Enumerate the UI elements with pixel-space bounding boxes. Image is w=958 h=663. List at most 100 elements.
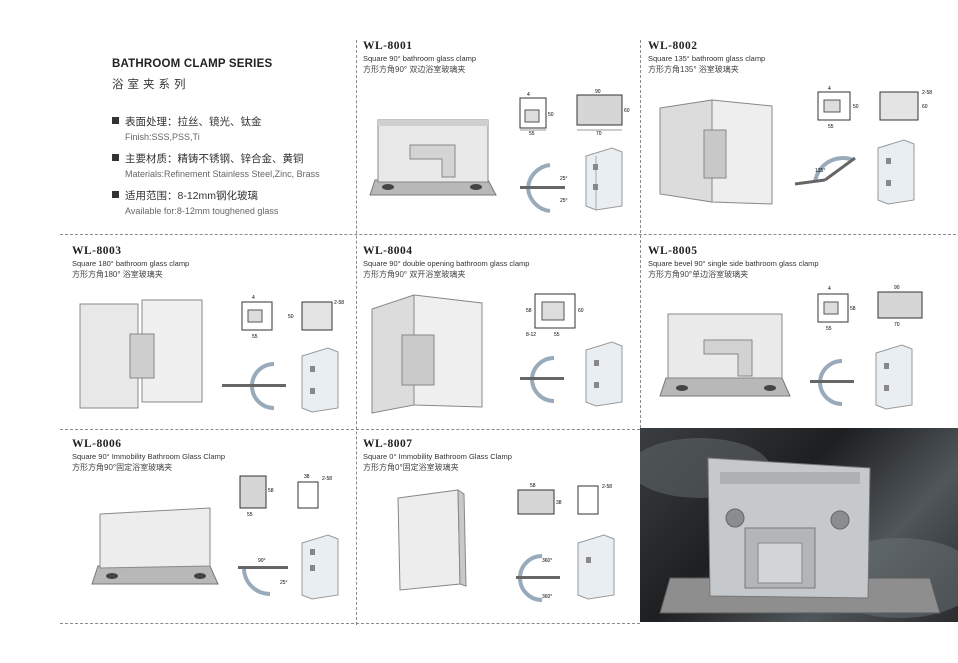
spec-range-en: Available for:8-12mm toughened glass xyxy=(125,206,279,216)
dimension-drawing-8002: 4 50 55 2-58 60 xyxy=(817,86,932,130)
swing-diagram-8004 xyxy=(520,355,564,403)
dim-2-58: 2-58 xyxy=(602,484,612,490)
clamp-photo-8006 xyxy=(91,507,219,585)
dim-4: 4 xyxy=(828,286,831,292)
spec-finish: 表面处理：拉丝、镜光、钛金 Finish:SSS,PSS,Ti xyxy=(112,114,352,142)
product-wl-8007: WL-8007 Square 0° Immobility Bathroom Gl… xyxy=(363,438,512,473)
dim-38: 38 xyxy=(556,500,562,506)
dimension-drawing-8001: 4 50 55 90 60 70 xyxy=(519,89,630,137)
dim-90: 90 xyxy=(894,285,900,291)
product-wl-8002: WL-8002 Square 135° bathroom glass clamp… xyxy=(648,40,765,75)
installation-diagram-8006 xyxy=(301,534,339,600)
dim-58: 58 xyxy=(268,488,274,494)
dim-8-12: 8-12 xyxy=(526,332,536,338)
product-code: WL-8002 xyxy=(648,40,698,52)
product-name-cn: 方形方角135° 浴室玻璃夹 xyxy=(648,65,739,74)
installation-diagram-8001 xyxy=(585,147,623,211)
series-title-en: BATHROOM CLAMP SERIES xyxy=(112,58,273,70)
product-code: WL-8007 xyxy=(363,438,413,450)
angle-25: 25° xyxy=(280,580,288,586)
dim-2-58: 2-58 xyxy=(334,300,344,306)
dimension-drawing-8006: 58 55 2-58 38 xyxy=(239,474,332,518)
product-name-cn: 方形方角90° 双开浴室玻璃夹 xyxy=(363,270,466,279)
product-wl-8003: WL-8003 Square 180° bathroom glass clamp… xyxy=(72,245,189,280)
showcase-clamp-image xyxy=(640,438,958,618)
dim-60: 60 xyxy=(624,108,630,114)
product-name-cn: 方形方角0°固定浴室玻璃夹 xyxy=(363,463,459,472)
clamp-photo-8001 xyxy=(369,119,497,196)
dim-55: 55 xyxy=(828,124,834,130)
clamp-photo-8007 xyxy=(397,489,467,591)
swing-diagram-8007: 360° 360° xyxy=(516,554,560,602)
spec-materials: 主要材质：精铸不锈钢、锌合金、黄铜 Materials:Refinement S… xyxy=(112,151,352,179)
dim-90: 90 xyxy=(595,89,601,95)
dim-58: 58 xyxy=(530,483,536,489)
dim-55: 55 xyxy=(826,326,832,332)
swing-diagram-8006: 90° 25° xyxy=(238,558,288,596)
swing-diagram-8003 xyxy=(222,362,286,410)
product-wl-8001: WL-8001 Square 90° bathroom glass clamp … xyxy=(363,40,476,75)
installation-diagram-8003 xyxy=(301,347,339,413)
spec-range: 适用范围：8-12mm钢化玻璃 Available for:8-12mm tou… xyxy=(112,188,352,216)
swing-diagram-8001: 25° 25° xyxy=(520,163,568,213)
dim-50: 50 xyxy=(853,104,859,110)
spec-finish-cn: 表面处理：拉丝、镜光、钛金 xyxy=(125,116,262,128)
angle-25b: 25° xyxy=(560,198,568,204)
clamp-photo-8004 xyxy=(371,294,483,414)
spec-range-cn: 适用范围：8-12mm钢化玻璃 xyxy=(125,190,259,202)
dim-70: 70 xyxy=(596,131,602,137)
product-name-en: Square bevel 90° single side bathroom gl… xyxy=(648,259,819,268)
product-name-en: Square 90° Immobility Bathroom Glass Cla… xyxy=(72,452,226,461)
product-code: WL-8004 xyxy=(363,245,413,257)
swing-diagram-8005 xyxy=(810,358,854,406)
spec-finish-en: Finish:SSS,PSS,Ti xyxy=(125,132,200,142)
clamp-photo-8002 xyxy=(659,99,773,205)
product-name-en: Square 90° bathroom glass clamp xyxy=(363,54,477,63)
product-wl-8006: WL-8006 Square 90° Immobility Bathroom G… xyxy=(72,438,225,473)
dim-60: 60 xyxy=(578,308,584,314)
series-intro: BATHROOM CLAMP SERIES 浴室夹系列 表面处理：拉丝、镜光、钛… xyxy=(112,58,352,216)
dim-55: 55 xyxy=(554,332,560,338)
product-name-en: Square 135° bathroom glass clamp xyxy=(648,54,766,63)
dimension-drawing-8003: 4 50 55 2-58 xyxy=(241,295,344,340)
dim-2-58: 2-58 xyxy=(922,90,932,96)
dim-58: 58 xyxy=(526,308,532,314)
swing-diagram-8002: 135° xyxy=(794,156,856,186)
dim-58: 58 xyxy=(850,306,856,312)
dim-4: 4 xyxy=(828,86,831,92)
angle-360a: 360° xyxy=(542,558,552,564)
product-code: WL-8006 xyxy=(72,438,122,450)
dim-2-58: 2-58 xyxy=(322,476,332,482)
installation-diagram-8002 xyxy=(877,139,915,205)
angle-135: 135° xyxy=(815,168,825,174)
product-name-cn: 方形方角90°固定浴室玻璃夹 xyxy=(72,463,173,472)
dim-4: 4 xyxy=(252,295,255,301)
dim-50: 50 xyxy=(288,314,294,320)
divider-v1 xyxy=(356,40,357,625)
dim-60: 60 xyxy=(922,104,928,110)
product-showcase-photo xyxy=(640,428,958,622)
clamp-photo-8003 xyxy=(79,299,203,409)
product-wl-8004: WL-8004 Square 90° double opening bathro… xyxy=(363,245,529,280)
angle-25a: 25° xyxy=(560,176,568,182)
installation-diagram-8004 xyxy=(585,341,623,407)
bullet-icon xyxy=(112,117,119,124)
product-wl-8005: WL-8005 Square bevel 90° single side bat… xyxy=(648,245,819,280)
angle-360b: 360° xyxy=(542,594,552,600)
divider-h1 xyxy=(60,234,956,235)
dimension-drawing-8007: 58 38 2-58 xyxy=(517,483,612,515)
product-code: WL-8001 xyxy=(363,40,413,52)
bullet-icon xyxy=(112,191,119,198)
dim-55: 55 xyxy=(529,131,535,137)
series-title-cn: 浴室夹系列 xyxy=(112,79,190,91)
bullet-icon xyxy=(112,154,119,161)
product-code: WL-8005 xyxy=(648,245,698,257)
installation-diagram-8007 xyxy=(577,534,615,600)
product-name-cn: 方形方角90°单边浴室玻璃夹 xyxy=(648,270,749,279)
dimension-drawing-8005: 4 58 55 90 70 xyxy=(817,285,923,332)
product-name-cn: 方形方角180° 浴室玻璃夹 xyxy=(72,270,163,279)
dim-55: 55 xyxy=(252,334,258,340)
dim-70: 70 xyxy=(894,322,900,328)
spec-materials-cn: 主要材质：精铸不锈钢、锌合金、黄铜 xyxy=(125,153,304,165)
product-name-en: Square 90° double opening bathroom glass… xyxy=(363,259,530,268)
